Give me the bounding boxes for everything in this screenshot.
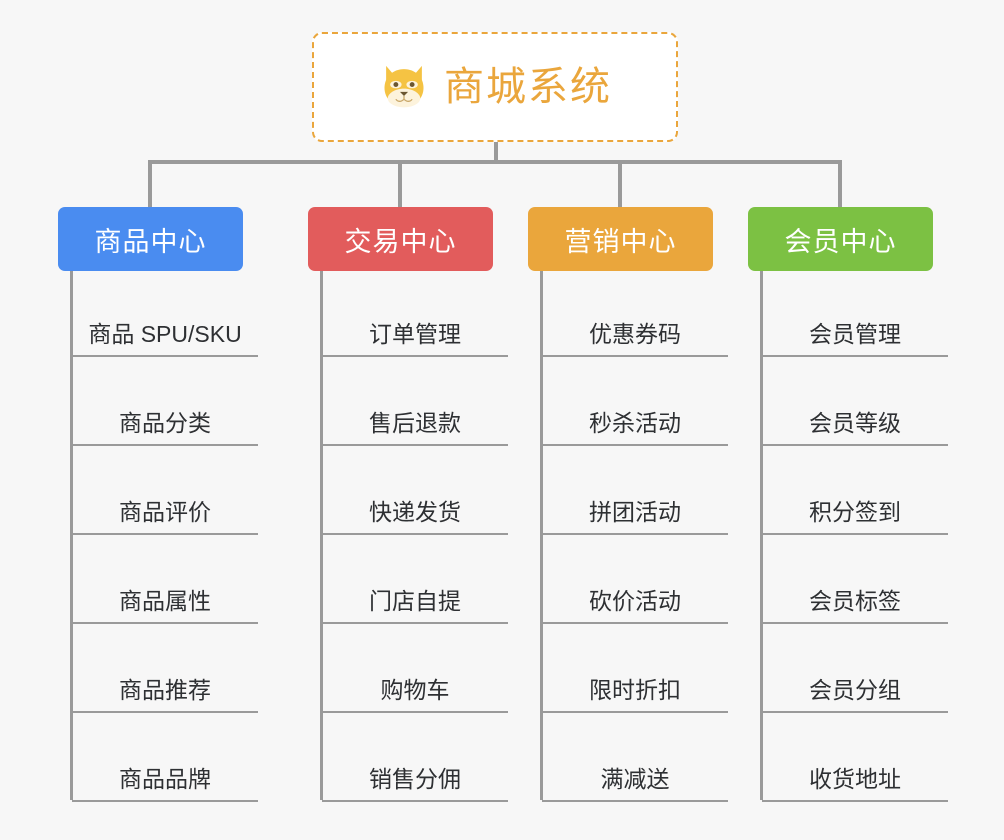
leaf-label: 商品 SPU/SKU [88,320,242,347]
leaf-label: 会员等级 [809,409,901,436]
leaf-label: 门店自提 [369,587,461,614]
branch-column-4: 会员中心 会员管理 会员等级 积分签到 会员标签 会员分组 收货地址 [748,207,948,802]
leaf-label: 限时折扣 [589,676,681,703]
leaf-item[interactable]: 快递发货 [322,446,508,535]
leaf-item[interactable]: 商品推荐 [72,624,258,713]
leaf-label: 商品分类 [119,409,211,436]
leaf-label: 秒杀活动 [589,409,681,436]
leaf-label: 满减送 [600,765,670,792]
leaf-item[interactable]: 商品属性 [72,535,258,624]
leaf-item[interactable]: 积分签到 [762,446,948,535]
leaf-label: 商品品牌 [119,765,211,792]
leaf-label: 拼团活动 [589,498,681,525]
branch-header-label: 会员中心 [784,226,897,257]
leaf-item[interactable]: 满减送 [542,713,728,802]
connector-drop-3 [838,162,842,208]
leaf-list-4: 会员管理 会员等级 积分签到 会员标签 会员分组 收货地址 [748,271,948,802]
leaf-label: 会员标签 [809,587,901,614]
leaf-item[interactable]: 订单管理 [322,271,508,357]
leaf-item[interactable]: 售后退款 [322,357,508,446]
leaf-list-1: 商品 SPU/SKU 商品分类 商品评价 商品属性 商品推荐 商品品牌 [58,271,258,802]
leaf-label: 优惠券码 [589,320,681,347]
leaf-item[interactable]: 商品分类 [72,357,258,446]
connector-drop-1 [398,162,402,208]
branch-column-1: 商品中心 商品 SPU/SKU 商品分类 商品评价 商品属性 商品推荐 商品品牌 [58,207,258,802]
leaf-label: 会员分组 [809,676,901,703]
leaf-label: 砍价活动 [589,587,681,614]
leaf-item[interactable]: 商品品牌 [72,713,258,802]
branch-header-label: 营销中心 [564,226,677,257]
leaf-label: 快递发货 [369,498,461,525]
leaf-label: 收货地址 [809,765,901,792]
leaf-item[interactable]: 销售分佣 [322,713,508,802]
leaf-item[interactable]: 门店自提 [322,535,508,624]
leaf-item[interactable]: 砍价活动 [542,535,728,624]
leaf-item[interactable]: 拼团活动 [542,446,728,535]
leaf-item[interactable]: 会员等级 [762,357,948,446]
leaf-item[interactable]: 购物车 [322,624,508,713]
branch-header-3[interactable]: 营销中心 [528,207,713,271]
branch-column-2: 交易中心 订单管理 售后退款 快递发货 门店自提 购物车 销售分佣 [308,207,508,802]
leaf-label: 商品评价 [119,498,211,525]
connector-horizontal-bus [148,160,842,164]
leaf-label: 会员管理 [809,320,901,347]
branch-header-label: 商品中心 [94,226,207,257]
branch-header-label: 交易中心 [344,226,457,257]
leaf-label: 购物车 [380,676,450,703]
branch-header-2[interactable]: 交易中心 [308,207,493,271]
leaf-list-3: 优惠券码 秒杀活动 拼团活动 砍价活动 限时折扣 满减送 [528,271,728,802]
connector-root-stem [494,142,498,164]
leaf-label: 销售分佣 [369,765,461,792]
leaf-label: 订单管理 [369,320,461,347]
leaf-item[interactable]: 限时折扣 [542,624,728,713]
leaf-item[interactable]: 会员管理 [762,271,948,357]
leaf-item[interactable]: 优惠券码 [542,271,728,357]
leaf-item[interactable]: 收货地址 [762,713,948,802]
branch-header-4[interactable]: 会员中心 [748,207,933,271]
leaf-label: 商品推荐 [119,676,211,703]
leaf-label: 积分签到 [809,498,901,525]
leaf-list-2: 订单管理 售后退款 快递发货 门店自提 购物车 销售分佣 [308,271,508,802]
leaf-item[interactable]: 商品评价 [72,446,258,535]
branch-column-3: 营销中心 优惠券码 秒杀活动 拼团活动 砍价活动 限时折扣 满减送 [528,207,728,802]
leaf-label: 商品属性 [119,587,211,614]
leaf-item[interactable]: 会员分组 [762,624,948,713]
root-title: 商城系统 [444,65,612,109]
root-node[interactable]: 商城系统 [312,32,678,142]
dog-face-icon [384,65,424,108]
leaf-item[interactable]: 会员标签 [762,535,948,624]
leaf-label: 售后退款 [369,409,461,436]
connector-drop-0 [148,162,152,208]
leaf-item[interactable]: 商品 SPU/SKU [72,271,258,357]
connector-drop-2 [618,162,622,208]
branch-header-1[interactable]: 商品中心 [58,207,243,271]
leaf-item[interactable]: 秒杀活动 [542,357,728,446]
